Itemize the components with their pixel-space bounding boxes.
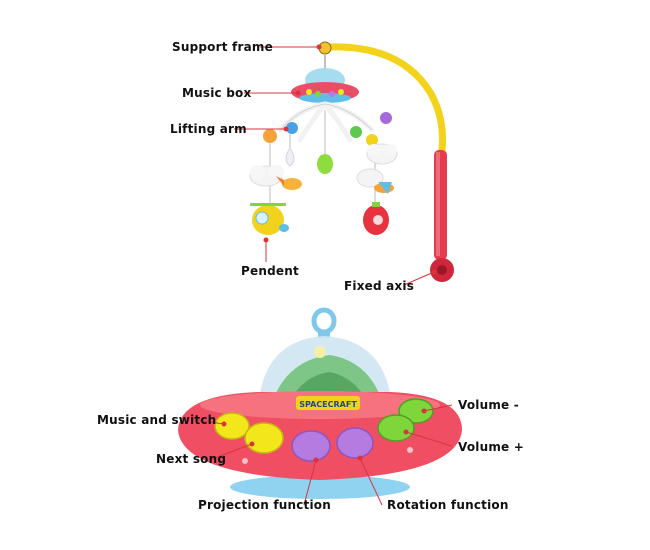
ball-blue: [286, 122, 298, 134]
label-support-frame: Support frame: [172, 40, 273, 54]
pendent-leaf: [317, 154, 333, 174]
button-volume-minus[interactable]: [398, 398, 434, 424]
button-projection[interactable]: [291, 430, 331, 462]
mobile-assembly: [249, 41, 454, 282]
pendent-bird: [276, 176, 302, 190]
ball-purple: [380, 112, 392, 124]
label-projection-function: Projection function: [198, 498, 331, 512]
hanging-ring: [311, 307, 337, 335]
label-pendent: Pendent: [241, 264, 299, 278]
label-fixed-axis: Fixed axis: [344, 279, 415, 293]
ball-yellow: [366, 134, 378, 146]
button-rotation[interactable]: [336, 427, 374, 459]
button-music-switch[interactable]: [214, 412, 250, 440]
label-music-box: Music box: [182, 86, 252, 100]
button-next-song[interactable]: [244, 422, 284, 454]
label-next-song: Next song: [156, 452, 227, 466]
music-box: [291, 68, 359, 103]
pendent-helicopter: [250, 203, 289, 235]
label-music-and-switch: Music and switch: [97, 413, 217, 427]
toy-print: SPACECRAFT: [299, 400, 357, 409]
pendent-cloud-right: [366, 143, 398, 165]
label-volume-plus: Volume +: [458, 440, 525, 454]
label-lifting-arm: Lifting arm: [170, 122, 247, 136]
leader-lines-bottom: [195, 404, 453, 506]
button-volume-plus[interactable]: [377, 414, 415, 442]
pendent-raindrop: [285, 147, 295, 167]
ball-green: [350, 126, 362, 138]
ball-orange: [263, 129, 277, 143]
pendent-cloud-left: [249, 165, 284, 187]
label-volume-minus: Volume -: [458, 398, 519, 412]
fixed-axis-pole: [434, 150, 447, 260]
label-rotation-function: Rotation function: [387, 498, 509, 512]
pendent-rocket: [363, 202, 389, 235]
ufo-music-box: SPACECRAFT: [178, 307, 462, 499]
pendent-cloud-mid: [356, 168, 384, 188]
support-frame-arm: [322, 43, 446, 154]
pendent-plane: [374, 182, 394, 194]
leader-lines-top: [234, 44, 437, 286]
